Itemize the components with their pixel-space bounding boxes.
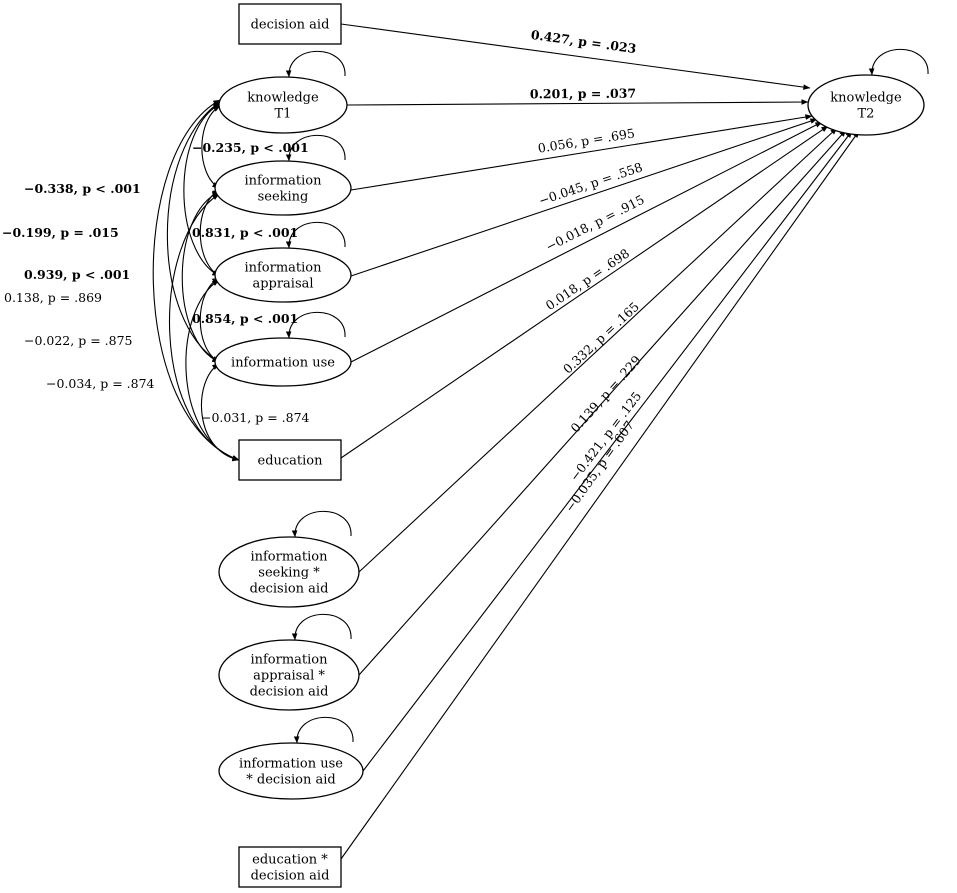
covariance-information-use-education <box>201 363 240 462</box>
residual-loop-use-x-aid <box>293 716 354 744</box>
node-label: education <box>258 454 324 469</box>
residual-loop-knowledge-t1 <box>285 50 346 78</box>
node-ellipse <box>214 337 352 387</box>
residual-loop-information-appraisal <box>285 221 346 249</box>
covariance-label-information-appraisal-information-use: 0.854, p < .001 <box>192 311 298 326</box>
path-knowledge-t1-to-knowledge-t2 <box>346 99 809 106</box>
node-label: decision aid <box>250 582 329 597</box>
node-label: knowledge <box>247 91 319 106</box>
residual-loop-appraisal-x-aid <box>291 613 352 641</box>
residual-loop-seeking-x-aid <box>291 510 352 538</box>
node-label: appraisal * <box>253 669 325 684</box>
path-use-x-aid-to-knowledge-t2 <box>362 130 853 772</box>
node-label: appraisal <box>252 277 313 292</box>
node-ellipse <box>218 742 364 800</box>
covariance-label-knowledge-t1-information-use: −0.199, p = .015 <box>2 225 119 240</box>
covariance-label-knowledge-t1-information-appraisal: −0.338, p < .001 <box>24 181 141 196</box>
covariance-knowledge-t1-information-appraisal <box>183 103 221 277</box>
node-education: education <box>238 439 342 481</box>
node-label: information <box>250 653 328 668</box>
node-use-x-aid: information use* decision aid <box>218 742 364 800</box>
node-label: information <box>244 261 322 276</box>
path-education-x-aid-to-knowledge-t2 <box>340 130 860 860</box>
covariance-label-knowledge-t1-information-seeking: −0.235, p < .001 <box>192 140 309 155</box>
node-label: seeking <box>258 190 309 205</box>
node-label: education * <box>252 853 328 868</box>
residual-loop-information-use <box>285 311 346 339</box>
node-ellipse <box>218 536 360 608</box>
node-box <box>238 846 342 888</box>
covariance-label-information-seeking-information-use: 0.939, p < .001 <box>24 267 130 282</box>
residual-loop-information-seeking <box>285 134 346 162</box>
node-information-use: information use <box>214 337 352 387</box>
node-box <box>238 439 342 481</box>
covariance-information-seeking-information-use <box>181 191 220 363</box>
node-label: T1 <box>275 107 292 122</box>
node-box <box>238 3 342 45</box>
path-information-appraisal-to-knowledge-t2 <box>350 118 818 277</box>
node-label: knowledge <box>830 91 902 106</box>
edges-layer <box>152 23 929 860</box>
node-decision-aid: decision aid <box>238 3 342 45</box>
covariance-label-knowledge-t1-education: 0.138, p = .869 <box>4 290 102 305</box>
nodes-layer: decision aidknowledgeT1informationseekin… <box>214 3 925 888</box>
covariance-label-information-appraisal-education: −0.034, p = .874 <box>46 376 155 391</box>
node-ellipse <box>214 247 352 303</box>
node-ellipse <box>218 76 348 134</box>
path-coef-label-education: 0.018, p = .698 <box>543 245 632 313</box>
covariance-label-information-seeking-education: −0.022, p = .875 <box>24 333 132 348</box>
path-decision-aid-to-knowledge-t2 <box>340 23 811 90</box>
node-ellipse <box>214 160 352 216</box>
covariance-label-information-seeking-information-appraisal: 0.831, p < .001 <box>192 225 298 240</box>
path-appraisal-x-aid-to-knowledge-t2 <box>358 129 847 676</box>
path-seeking-x-aid-to-knowledge-t2 <box>358 127 838 573</box>
node-education-x-aid: education *decision aid <box>238 846 342 888</box>
node-ellipse <box>218 639 360 711</box>
path-coef-label-knowledge-t1: 0.201, p = .037 <box>530 86 636 102</box>
node-label: information <box>244 174 322 189</box>
node-label: * decision aid <box>246 773 335 788</box>
path-information-seeking-to-knowledge-t2 <box>350 114 813 191</box>
covariance-knowledge-t1-education <box>152 99 240 461</box>
path-education-to-knowledge-t2 <box>340 125 829 459</box>
node-label: decision aid <box>251 18 330 33</box>
path-coef-label-information-seeking: 0.056, p = .695 <box>537 125 636 155</box>
node-label: information use <box>231 356 335 371</box>
node-label: decision aid <box>251 869 330 884</box>
covariance-label-information-use-education: −0.031, p = .874 <box>201 410 310 425</box>
path-information-use-to-knowledge-t2 <box>350 121 823 363</box>
node-ellipse <box>807 74 925 136</box>
node-label: information <box>250 550 328 565</box>
covariance-information-seeking-education <box>169 193 240 461</box>
residual-loop-knowledge-t2 <box>868 48 929 76</box>
node-label: decision aid <box>250 685 329 700</box>
node-label: seeking * <box>258 566 320 581</box>
node-label: information use <box>239 757 343 772</box>
node-label: T2 <box>858 107 875 122</box>
